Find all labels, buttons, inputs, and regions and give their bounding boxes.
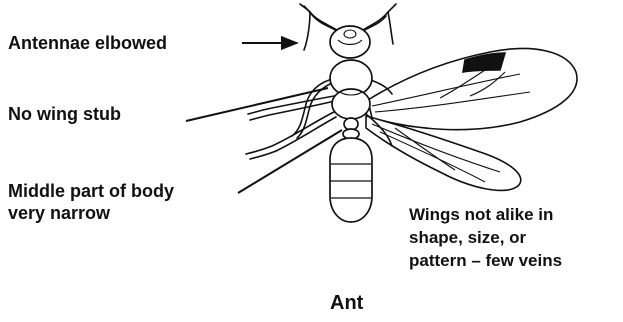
label-wings-line2: shape, size, or [409, 227, 526, 248]
label-wings-line3: pattern – few veins [409, 250, 562, 271]
diagram-title: Ant [330, 292, 363, 314]
label-antennae: Antennae elbowed [8, 32, 167, 54]
middle-body-pointer [238, 130, 342, 193]
pointer-lines [186, 43, 342, 193]
label-wing-stub: No wing stub [8, 103, 121, 125]
label-wings-line1: Wings not alike in [409, 204, 553, 225]
forewing [368, 49, 577, 130]
wing-stigma [463, 53, 505, 72]
label-middle-body-line2: very narrow [8, 202, 110, 224]
label-middle-body-line1: Middle part of body [8, 180, 174, 202]
